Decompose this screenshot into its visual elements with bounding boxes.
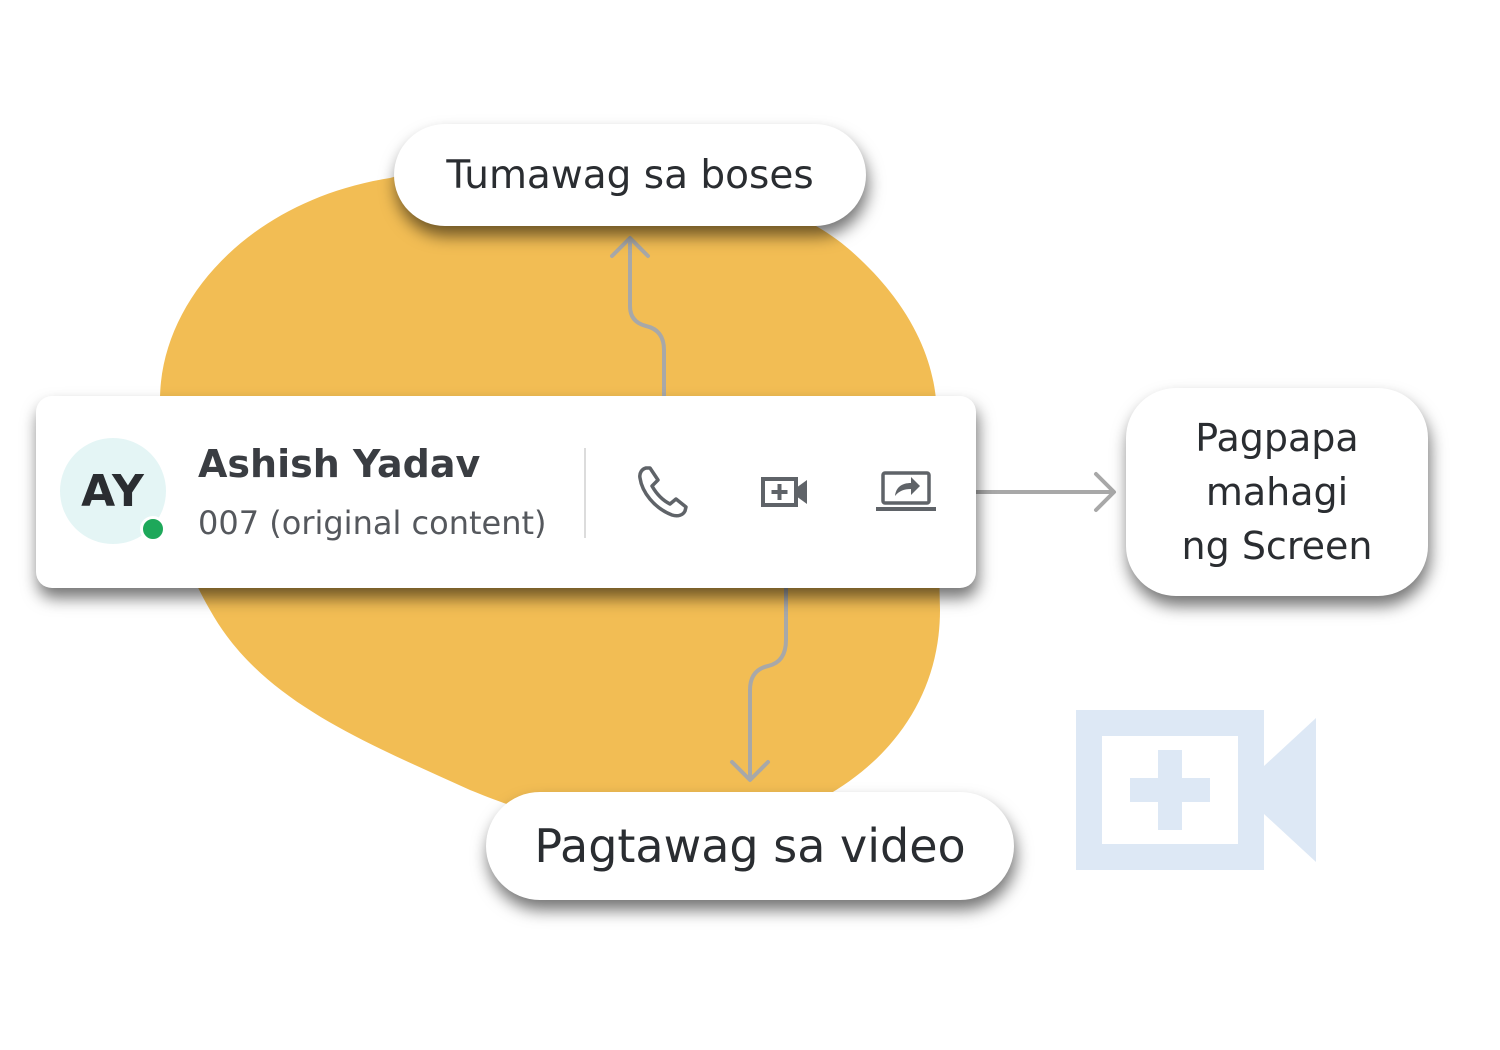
voice-call-label: Tumawag sa boses — [394, 124, 866, 226]
screen-share-icon — [876, 471, 936, 511]
screen-share-label: Pagpapa mahagi ng Screen — [1126, 388, 1428, 596]
video-call-button[interactable] — [754, 460, 818, 524]
arrowhead-video — [730, 760, 770, 782]
connector-voice — [628, 238, 666, 432]
arrowhead-voice — [610, 236, 650, 258]
voice-call-button[interactable] — [632, 460, 696, 524]
avatar: AY — [60, 438, 166, 544]
screen-share-button[interactable] — [874, 460, 938, 524]
arrowhead-share — [1094, 472, 1116, 512]
contact-card: AY Ashish Yadav 007 (original content) — [36, 396, 976, 588]
video-add-icon — [1076, 710, 1316, 870]
phone-icon — [638, 466, 688, 518]
card-divider — [584, 448, 586, 538]
contact-name: Ashish Yadav — [198, 442, 481, 486]
avatar-initials: AY — [81, 465, 145, 517]
online-status-dot — [140, 516, 166, 542]
video-add-icon — [761, 477, 807, 507]
video-call-label: Pagtawag sa video — [486, 792, 1014, 900]
connector-video — [748, 554, 788, 780]
contact-subtitle: 007 (original content) — [198, 504, 547, 542]
